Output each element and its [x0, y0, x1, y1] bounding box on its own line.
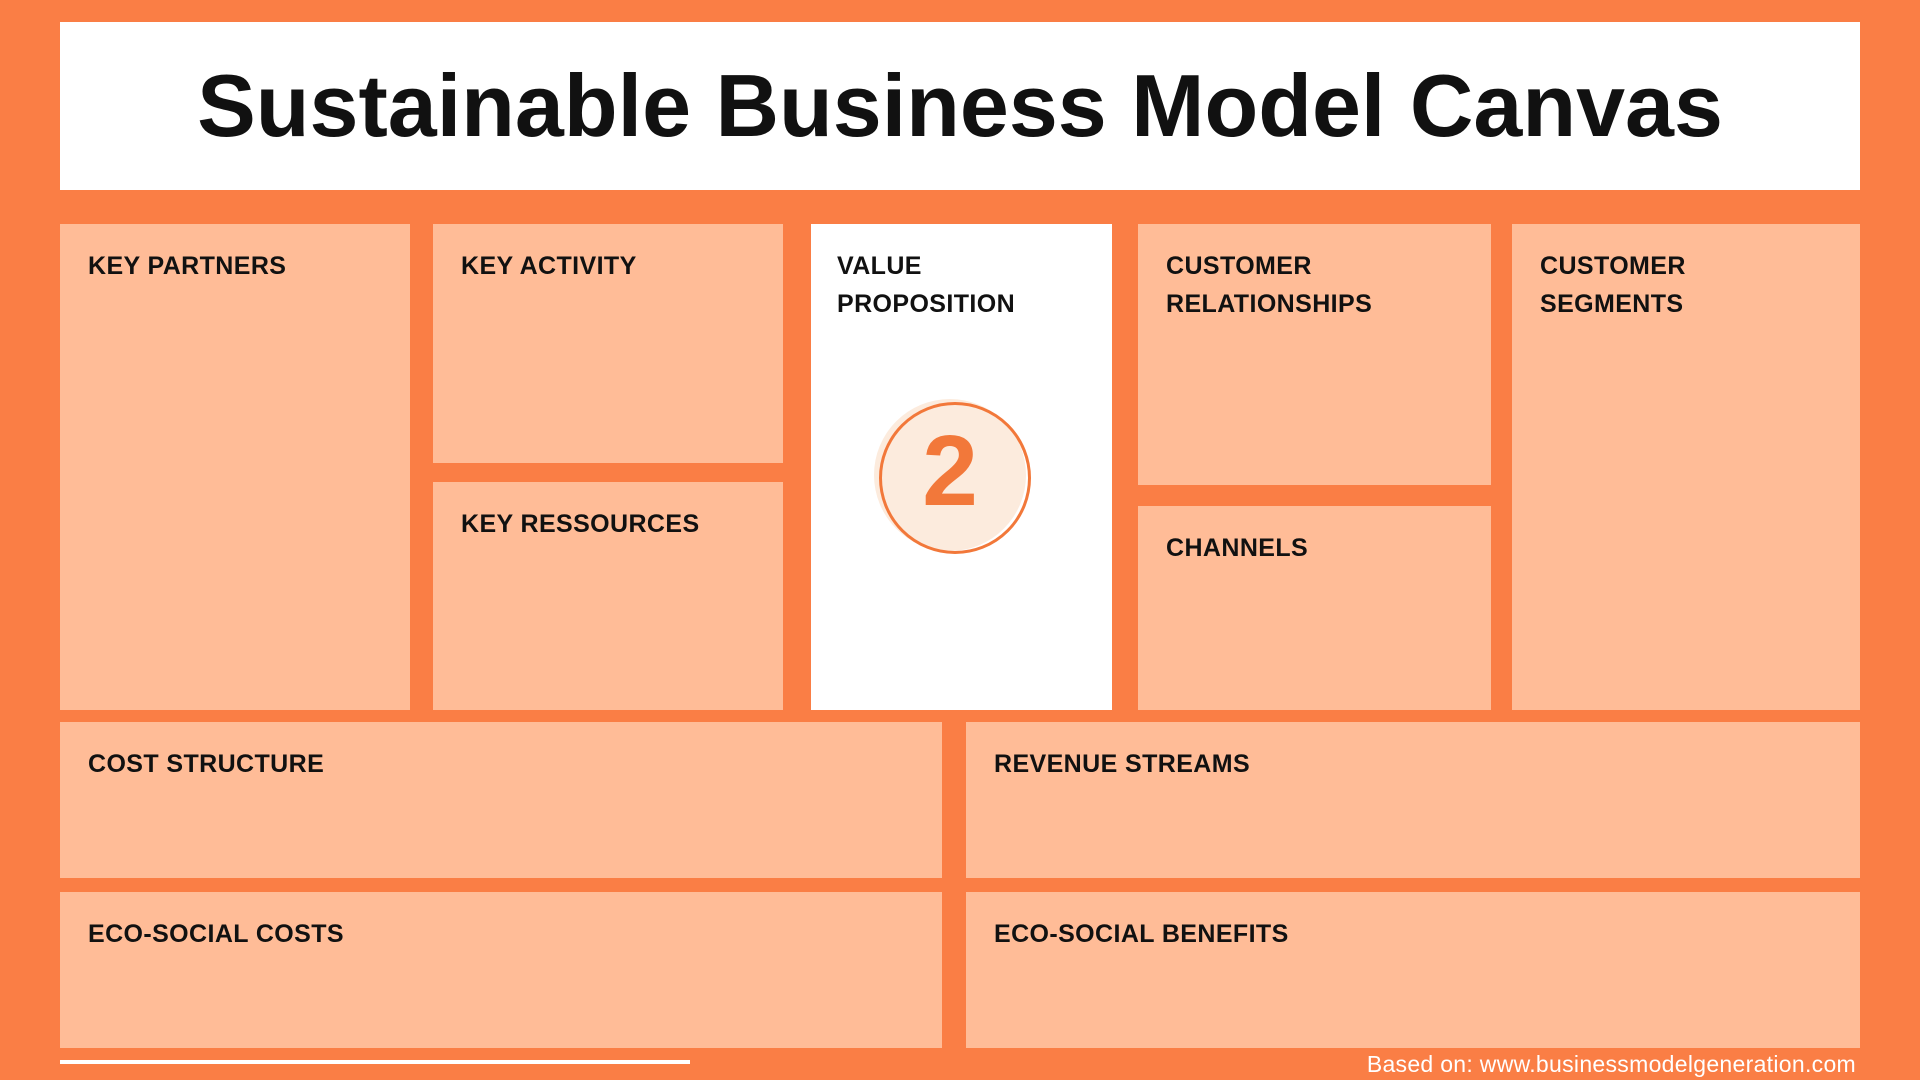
value-proposition-box: VALUE PROPOSITION 2: [811, 224, 1112, 710]
customer-relationships-label: CUSTOMER RELATIONSHIPS: [1166, 252, 1373, 318]
cost-structure-label: COST STRUCTURE: [88, 750, 325, 778]
eco-social-benefits-box: ECO-SOCIAL BENEFITS: [966, 892, 1860, 1048]
cost-structure-box: COST STRUCTURE: [60, 722, 942, 878]
eco-social-benefits-label: ECO-SOCIAL BENEFITS: [994, 920, 1289, 948]
key-resources-box: KEY RESSOURCES: [433, 482, 783, 710]
eco-social-costs-box: ECO-SOCIAL COSTS: [60, 892, 942, 1048]
eco-social-costs-label: ECO-SOCIAL COSTS: [88, 920, 344, 948]
key-partners-box: KEY PARTNERS: [60, 224, 410, 710]
badge-circle-ring: [879, 402, 1031, 554]
key-activity-label: KEY ACTIVITY: [461, 252, 637, 280]
channels-label: CHANNELS: [1166, 534, 1309, 562]
revenue-streams-box: REVENUE STREAMS: [966, 722, 1860, 878]
customer-segments-label: CUSTOMER SEGMENTS: [1540, 252, 1686, 318]
customer-segments-box: CUSTOMER SEGMENTS: [1512, 224, 1860, 710]
title-banner: Sustainable Business Model Canvas: [60, 22, 1860, 190]
footer-underline: [60, 1060, 690, 1064]
value-proposition-badge: 2: [874, 399, 1036, 561]
revenue-streams-label: REVENUE STREAMS: [994, 750, 1251, 778]
page-title: Sustainable Business Model Canvas: [197, 56, 1723, 155]
key-activity-box: KEY ACTIVITY: [433, 224, 783, 463]
value-proposition-label: VALUE PROPOSITION: [837, 252, 1016, 318]
key-partners-label: KEY PARTNERS: [88, 252, 287, 280]
key-resources-label: KEY RESSOURCES: [461, 510, 700, 538]
customer-relationships-box: CUSTOMER RELATIONSHIPS: [1138, 224, 1491, 485]
channels-box: CHANNELS: [1138, 506, 1491, 710]
attribution-text: Based on: www.businessmodelgeneration.co…: [1366, 1051, 1856, 1077]
